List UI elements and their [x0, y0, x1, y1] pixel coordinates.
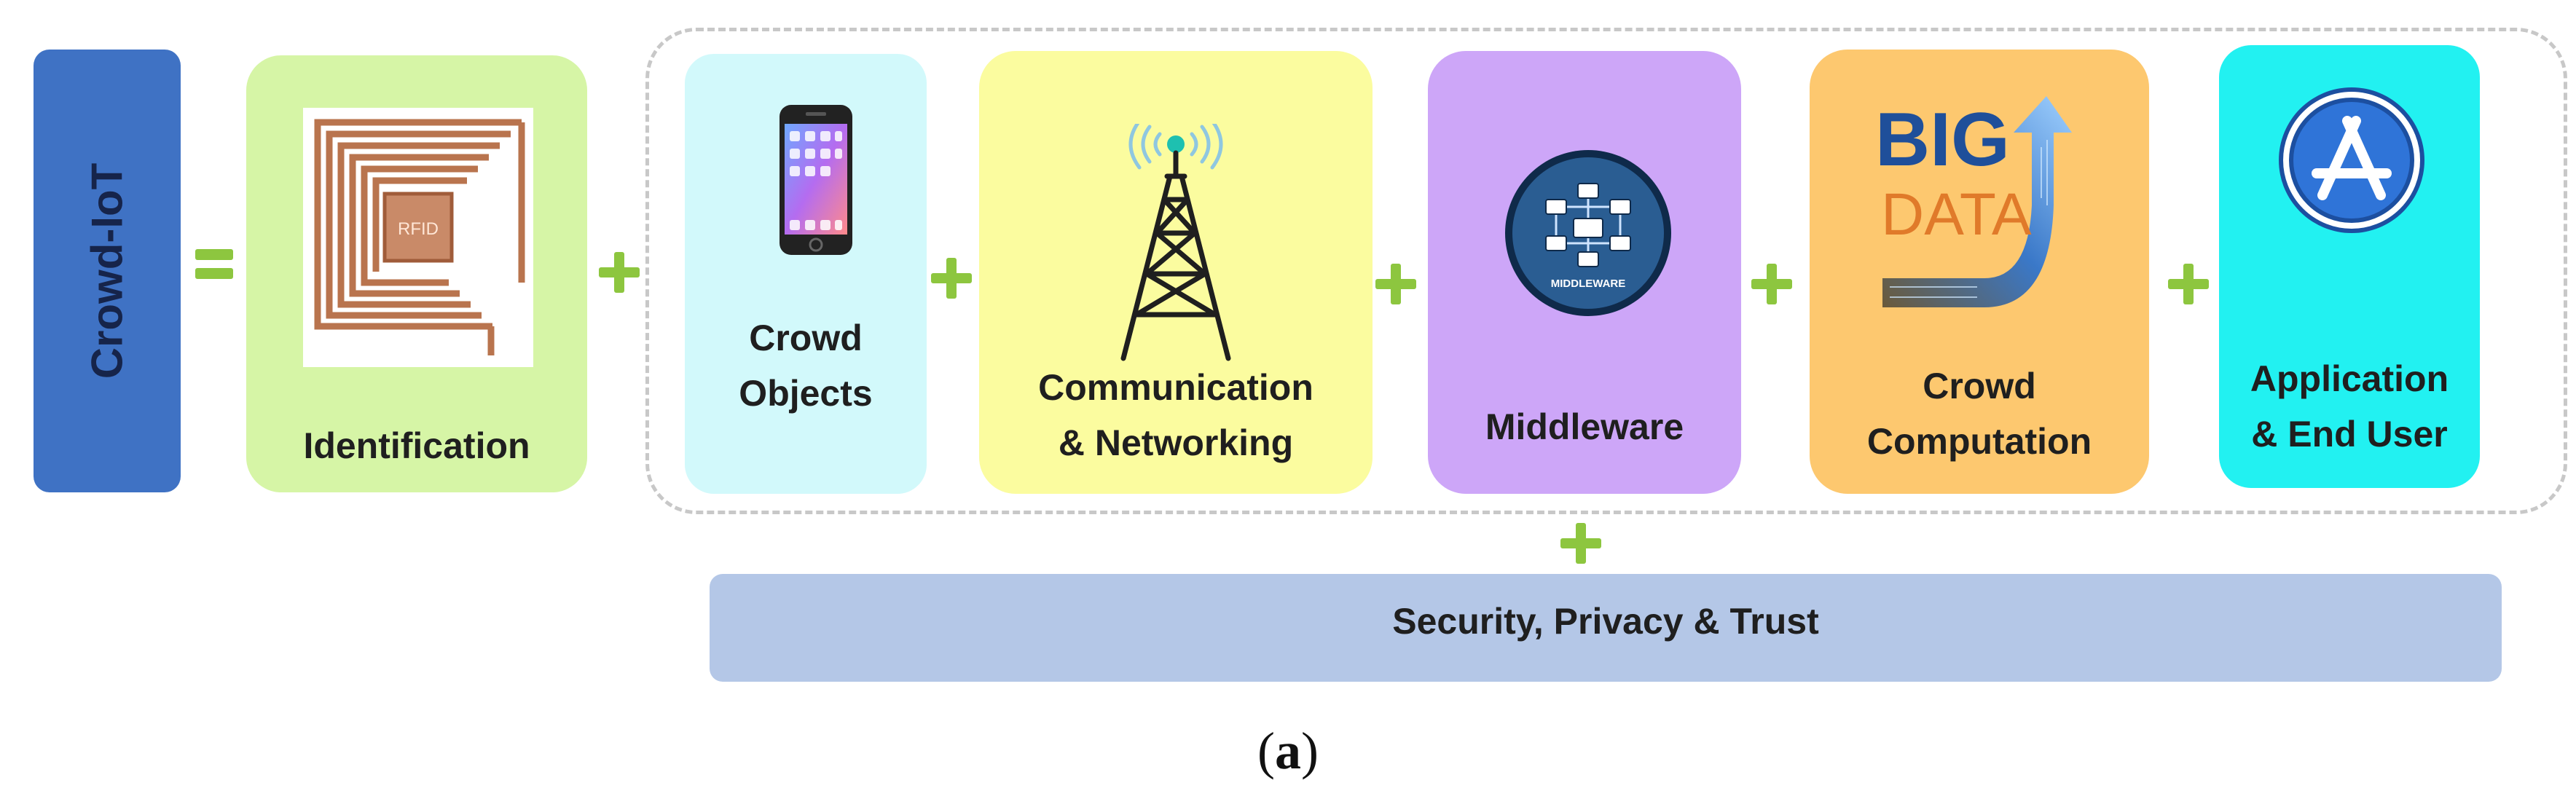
plus-sign-1	[599, 252, 640, 293]
middleware-icon: MIDDLEWARE	[1505, 150, 1671, 316]
plus-sign-5	[2168, 264, 2209, 304]
big-data-icon: BIG DATA	[1875, 96, 2072, 307]
plus-sign-6	[1560, 523, 1601, 564]
crowd-objects-label: Crowd Objects	[739, 318, 873, 414]
caption-letter: a	[1275, 722, 1301, 780]
plus-sign-3	[1375, 264, 1416, 304]
title-box: Crowd-IoT	[34, 50, 181, 492]
communication-box: Communication & Networking	[979, 51, 1373, 494]
data-text: DATA	[1881, 181, 2032, 248]
application-box: Application & End User	[2219, 45, 2480, 488]
crowd-computation-box: BIG DATA Crowd Computation	[1810, 50, 2149, 494]
middleware-icon-text: MIDDLEWARE	[1551, 277, 1626, 290]
rfid-text: RFID	[398, 219, 439, 239]
identification-box: RFID Identification	[246, 55, 587, 492]
plus-sign-2	[931, 258, 972, 299]
equals-sign	[195, 245, 233, 283]
rfid-tag-icon: RFID	[303, 108, 533, 367]
middleware-box: MIDDLEWARE Middleware	[1428, 51, 1741, 494]
figure-caption: (a)	[1257, 722, 1319, 780]
middleware-label: Middleware	[1485, 406, 1684, 447]
security-label: Security, Privacy & Trust	[1392, 601, 1819, 642]
diagram-title: Crowd-IoT	[82, 162, 132, 379]
big-text: BIG	[1875, 98, 2010, 182]
security-bar: Security, Privacy & Trust	[710, 574, 2502, 682]
identification-label: Identification	[303, 425, 530, 466]
communication-label: Communication & Networking	[1038, 367, 1313, 463]
plus-sign-4	[1751, 264, 1792, 304]
smartphone-icon	[780, 105, 852, 255]
dashed-group-border	[645, 28, 2567, 514]
application-label: Application & End User	[2250, 358, 2449, 454]
crowd-objects-box: Crowd Objects	[685, 54, 927, 494]
crowd-computation-label: Crowd Computation	[1866, 366, 2092, 462]
app-store-icon	[2279, 87, 2424, 233]
cell-tower-icon	[1120, 124, 1231, 361]
